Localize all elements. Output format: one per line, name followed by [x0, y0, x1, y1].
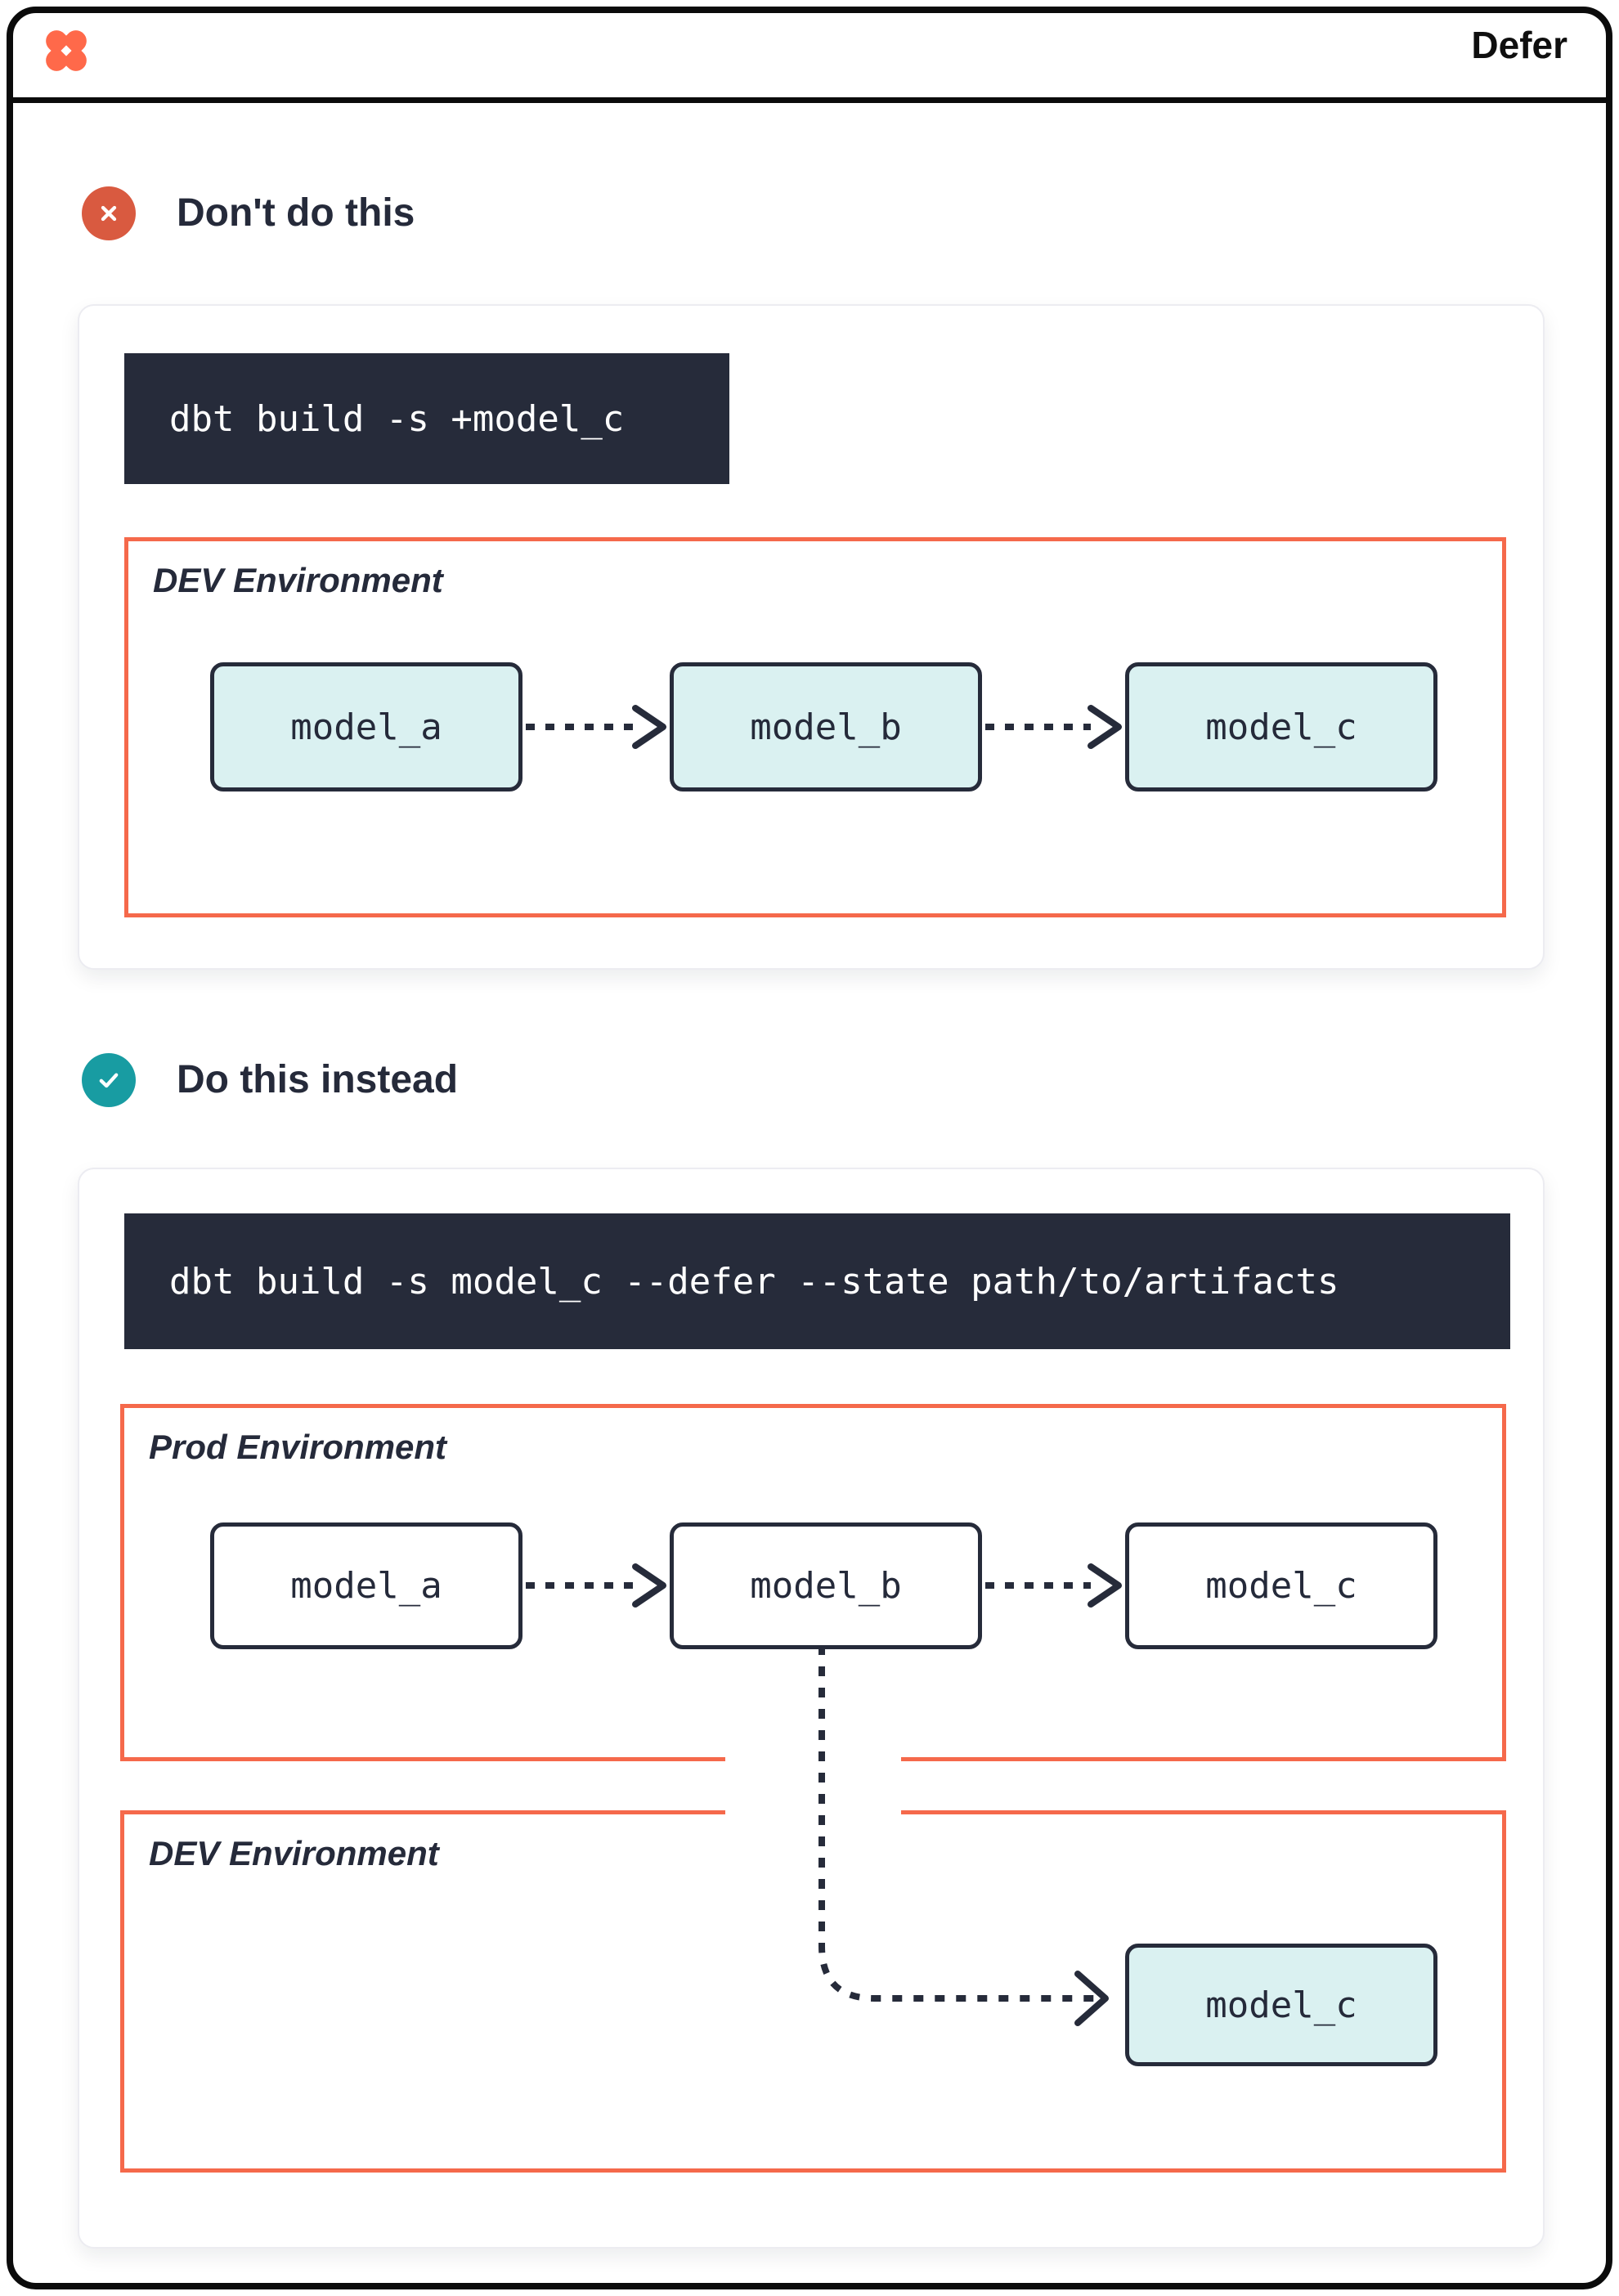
do-card: dbt build -s model_c --defer --state pat… [78, 1168, 1545, 2249]
model-b-node: model_b [670, 662, 982, 791]
env-label: Prod Environment [149, 1428, 447, 1466]
x-icon [101, 205, 117, 222]
dev-environment-box-1: DEV Environment model_a model_b model_c [124, 537, 1506, 917]
model-c-node: model_c [1125, 1522, 1437, 1649]
dashed-arrow-icon [985, 705, 1122, 749]
env-label: DEV Environment [149, 1834, 439, 1872]
check-icon [99, 1073, 119, 1088]
env-label: DEV Environment [153, 561, 443, 599]
prod-environment-box: Prod Environment model_a model_b model_c [120, 1404, 1506, 1761]
page-title: Defer [1471, 24, 1567, 66]
model-c-node: model_c [1125, 662, 1437, 791]
dashed-arrow-icon [985, 1563, 1122, 1608]
dashed-arrow-icon [526, 705, 666, 749]
model-c-dev-node: model_c [1125, 1944, 1437, 2066]
dev-environment-box-2: DEV Environment model_c [120, 1810, 1506, 2173]
model-a-node: model_a [210, 662, 522, 791]
command-block-do: dbt build -s model_c --defer --state pat… [124, 1213, 1510, 1349]
dont-heading: Don't do this [177, 191, 415, 235]
dashed-arrow-icon [526, 1563, 666, 1608]
model-b-node: model_b [670, 1522, 982, 1649]
dont-card: dbt build -s +model_c DEV Environment mo… [78, 304, 1545, 970]
border-gap-prod [725, 1750, 901, 1769]
dbt-logo-icon [46, 30, 87, 71]
command-block-dont: dbt build -s +model_c [124, 353, 729, 484]
do-badge [82, 1053, 136, 1107]
do-heading: Do this instead [177, 1058, 459, 1101]
dont-badge [82, 186, 136, 240]
model-a-node: model_a [210, 1522, 522, 1649]
header-divider [10, 97, 1609, 103]
border-gap-dev [725, 1805, 901, 1825]
